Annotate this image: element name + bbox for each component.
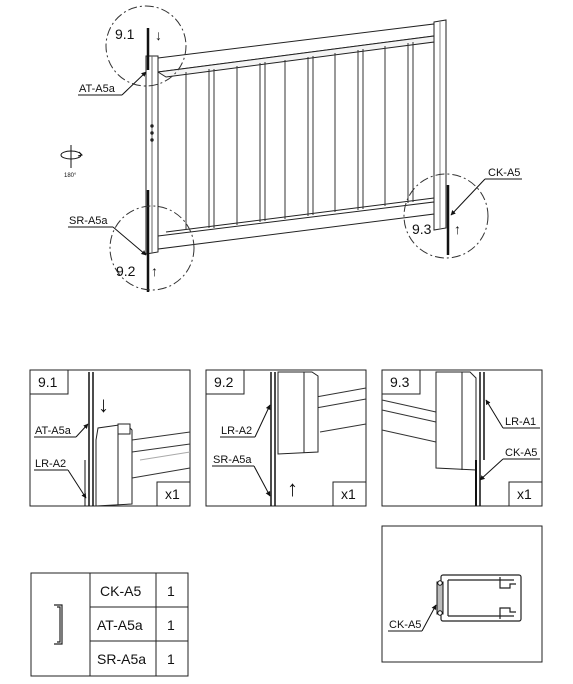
detail-9-2-arrow: ↑ bbox=[287, 476, 298, 501]
parts-row-3-name: SR-A5a bbox=[97, 651, 146, 667]
detail-9-2-count-box bbox=[332, 481, 367, 507]
ck-a5-clip bbox=[436, 580, 444, 616]
detail-9-1-step-box bbox=[29, 369, 69, 395]
rotate-label: 180° bbox=[64, 173, 77, 179]
rotate-180-icon bbox=[60, 145, 83, 168]
profile-panel bbox=[381, 525, 543, 663]
detail-9-3-step-box bbox=[381, 369, 421, 395]
parts-row-1-qty: 1 bbox=[167, 583, 175, 599]
gate-panel bbox=[145, 19, 447, 255]
callout-sr-a5a: SR-A5a bbox=[68, 215, 147, 256]
svg-text:CK-A5: CK-A5 bbox=[505, 447, 537, 459]
svg-text:LR-A2: LR-A2 bbox=[221, 425, 252, 437]
main-step-9-1: 9.1 bbox=[115, 26, 135, 42]
detail-9-1-count: x1 bbox=[165, 486, 180, 502]
detail-9-1-callout-at: AT-A5a bbox=[34, 423, 89, 438]
main-arrow-down: ↓ bbox=[155, 27, 162, 43]
parts-row-3-qty: 1 bbox=[167, 651, 175, 667]
parts-row-1-name: CK-A5 bbox=[100, 583, 141, 599]
profile-callout-ck: CK-A5 bbox=[388, 604, 437, 632]
detail-9-1-callout-lr: LR-A2 bbox=[34, 458, 87, 499]
main-arrow-up-right: ↑ bbox=[454, 221, 461, 237]
svg-text:LR-A1: LR-A1 bbox=[505, 416, 536, 428]
detail-9-2-count: x1 bbox=[341, 486, 356, 502]
detail-9-3-count: x1 bbox=[517, 486, 532, 502]
detail-9-3-count-box bbox=[508, 481, 543, 507]
detail-circles bbox=[105, 5, 489, 291]
detail-9-3-callout-lr: LR-A1 bbox=[485, 399, 540, 429]
main-step-9-2: 9.2 bbox=[116, 263, 136, 279]
main-arrow-up-left: ↑ bbox=[151, 263, 158, 279]
svg-text:AT-A5a: AT-A5a bbox=[79, 83, 116, 95]
detail-panel-9-3 bbox=[381, 369, 543, 507]
detail-9-2-callout-sr: SR-A5a bbox=[212, 454, 271, 497]
main-step-9-3: 9.3 bbox=[412, 221, 432, 237]
svg-text:LR-A2: LR-A2 bbox=[35, 458, 66, 470]
detail-9-1-count-box bbox=[156, 481, 191, 507]
svg-text:SR-A5a: SR-A5a bbox=[213, 454, 252, 466]
parts-row-2-name: AT-A5a bbox=[97, 617, 143, 633]
detail-9-2-step-box bbox=[205, 369, 245, 395]
callout-ck-a5: CK-A5 bbox=[450, 167, 522, 216]
detail-9-1-step: 9.1 bbox=[38, 374, 58, 390]
detail-9-2-callout-lr: LR-A2 bbox=[220, 404, 271, 438]
svg-text:CK-A5: CK-A5 bbox=[488, 167, 520, 179]
parts-row-2-qty: 1 bbox=[167, 617, 175, 633]
svg-text:CK-A5: CK-A5 bbox=[389, 619, 421, 631]
detail-9-3-callout-ck: CK-A5 bbox=[479, 447, 540, 481]
detail-9-2-step: 9.2 bbox=[214, 374, 234, 390]
svg-text:AT-A5a: AT-A5a bbox=[35, 425, 72, 437]
svg-text:SR-A5a: SR-A5a bbox=[69, 215, 108, 227]
parts-table bbox=[30, 572, 189, 677]
ck-a5-part-icon bbox=[54, 604, 63, 645]
callout-at-a5a: AT-A5a bbox=[78, 71, 147, 96]
detail-9-1-arrow: ↓ bbox=[98, 392, 109, 417]
detail-9-3-step: 9.3 bbox=[390, 374, 410, 390]
